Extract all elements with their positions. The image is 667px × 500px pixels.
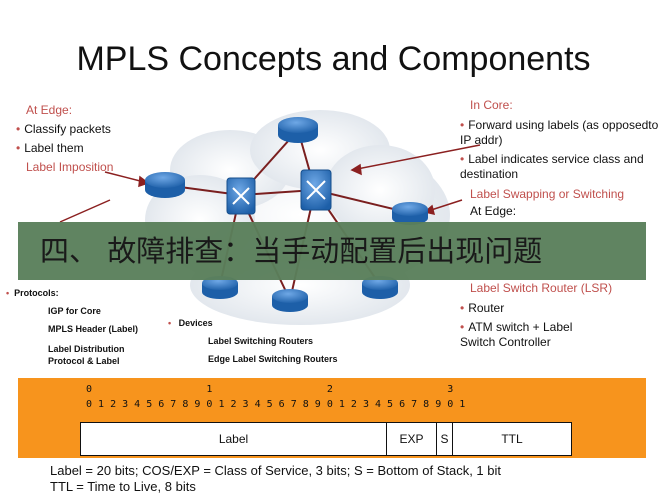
switch-core-left — [226, 177, 256, 215]
field-ttl: TTL — [452, 422, 572, 456]
left-edge-bullet: •Label them — [16, 141, 84, 155]
lsr-bullet: •Router — [460, 301, 505, 315]
left-edge-header: At Edge: — [26, 103, 73, 117]
label-swapping-callout: Label Swapping or Switching — [470, 187, 625, 201]
left-edge-bullet: •Classify packets — [16, 122, 111, 136]
router-core-top — [278, 117, 318, 143]
field-s: S — [436, 422, 453, 456]
protocol-item: IGP for Core — [48, 306, 101, 316]
router-bottom-mid — [272, 289, 308, 312]
slide-title: MPLS Concepts and Components — [76, 40, 591, 78]
footnote-line: TTL = Time to Live, 8 bits — [50, 479, 196, 494]
overlay-banner: 四、 故障排查：当手动配置后出现问题 — [18, 222, 646, 280]
switch-core-right — [300, 169, 332, 211]
field-label: Label — [80, 422, 387, 456]
footnote-line: Label = 20 bits; COS/EXP = Class of Serv… — [50, 463, 502, 478]
device-item: Label Switching Routers — [208, 336, 314, 346]
core-header: In Core: — [470, 98, 513, 112]
protocol-item: Label Distribution Protocol & Label — [48, 344, 125, 366]
lsr-bullet: •ATM switch + Label Switch Controller — [460, 320, 573, 349]
protocol-item: MPLS Header (Label) — [48, 324, 139, 334]
router-edge-left — [145, 172, 185, 198]
protocols-header: • Protocols: — [6, 288, 59, 298]
footnote: Label = 20 bits; COS/EXP = Class of Serv… — [50, 463, 501, 495]
router-edge-right — [392, 202, 428, 225]
right-edge-header: At Edge: — [470, 204, 517, 218]
devices-header: • Devices — [168, 318, 213, 328]
label-imposition-callout: Label Imposition — [26, 160, 114, 174]
device-item: Edge Label Switching Routers — [208, 354, 338, 364]
core-bullet: •Label indicates service class and desti… — [460, 152, 644, 181]
bit-tens-row: 0 1 2 3 — [86, 384, 454, 395]
core-bullet: •Forward using labels (as opposedto IP a… — [460, 118, 659, 147]
bit-ones-row: 0 1 2 3 4 5 6 7 8 9 0 1 2 3 4 5 6 7 8 9 … — [86, 399, 466, 410]
lsr-header: Label Switch Router (LSR) — [470, 281, 613, 295]
field-exp: EXP — [386, 422, 437, 456]
